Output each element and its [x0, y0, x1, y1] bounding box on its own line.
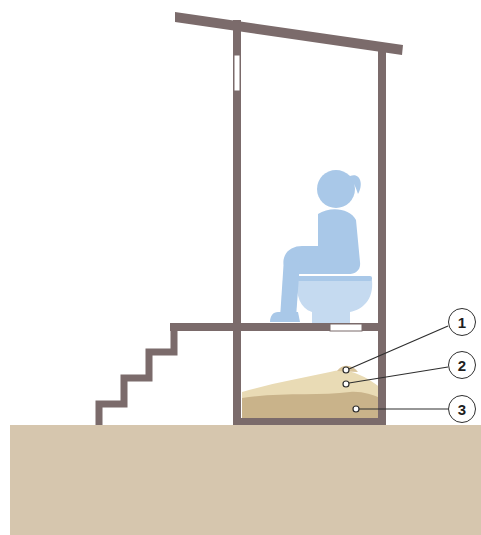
callout-number: 2 — [448, 351, 476, 379]
left-wall — [233, 20, 241, 425]
toilet-rim — [297, 276, 372, 281]
compost-layer — [242, 392, 381, 420]
roof — [175, 12, 403, 55]
toilet-seat — [297, 280, 372, 323]
person — [270, 170, 361, 322]
pit-bottom — [233, 418, 386, 425]
callout-number: 3 — [448, 395, 476, 423]
leader-lines — [349, 326, 448, 409]
leader-dots — [343, 367, 359, 412]
leader-dot — [353, 406, 359, 412]
window — [234, 55, 240, 91]
leader-line — [359, 408, 448, 409]
callout-text: 1 — [458, 315, 466, 330]
ground — [10, 425, 481, 535]
head — [317, 170, 355, 208]
ponytail — [350, 175, 361, 194]
leader-line — [349, 326, 448, 369]
seat-opening — [330, 324, 362, 331]
foot — [270, 312, 300, 322]
callout-text: 3 — [458, 402, 466, 417]
lower-leg — [280, 258, 300, 318]
leader-dot — [343, 381, 349, 387]
right-wall — [378, 46, 386, 425]
callout-text: 2 — [458, 358, 466, 373]
callout-number: 1 — [448, 308, 476, 336]
building — [170, 12, 403, 425]
fresh-layer — [242, 371, 381, 420]
leader-dot — [343, 367, 349, 373]
stairs — [99, 327, 236, 425]
leader-line — [349, 367, 448, 383]
